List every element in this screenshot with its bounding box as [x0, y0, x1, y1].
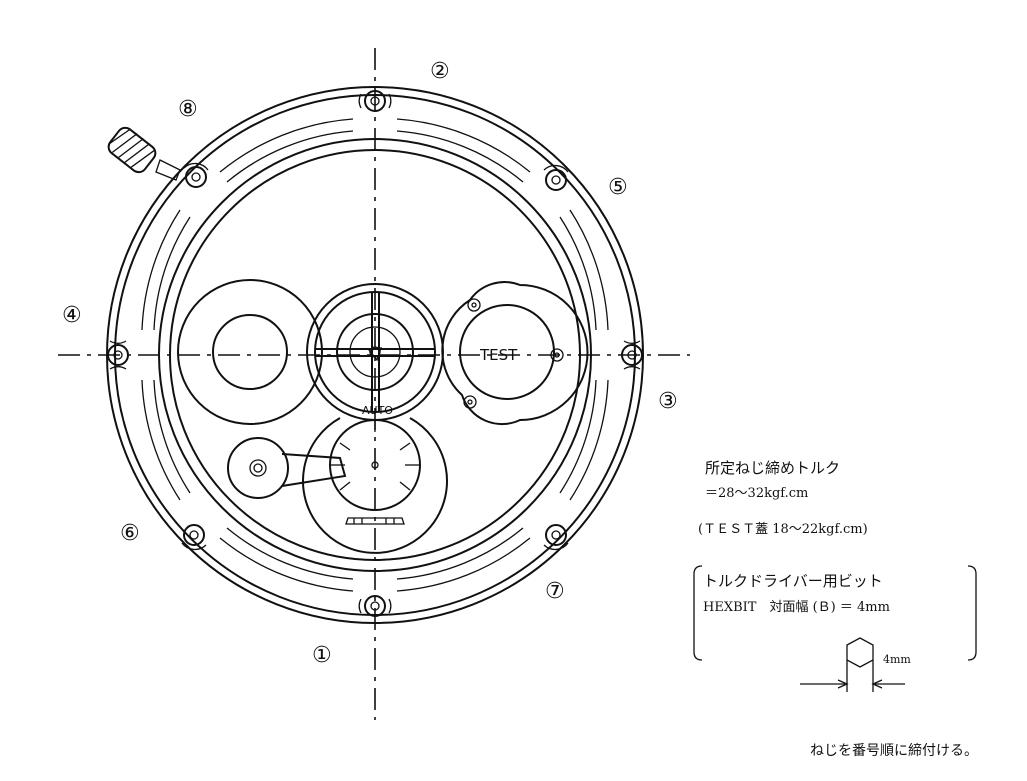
- bit-spec-left-bracket: [693, 565, 703, 661]
- screw-1: [358, 595, 392, 617]
- flange-slot: [153, 216, 191, 331]
- screw-number-3: ③: [658, 389, 678, 414]
- screw-number-6: ⑥: [120, 521, 140, 546]
- flange-slot: [569, 379, 609, 501]
- screw-3: [621, 340, 643, 370]
- flange-slot: [141, 209, 181, 331]
- screw-2: [358, 90, 392, 112]
- flange-slot: [226, 527, 354, 580]
- mode-dial: AUTO: [302, 404, 448, 554]
- bit-dimension: 4mm: [883, 653, 911, 666]
- screw-number-7: ⑦: [545, 579, 565, 604]
- bit-spec-right-bracket: [967, 565, 977, 661]
- screw-number-5: ⑤: [608, 175, 628, 200]
- screw-number-8: ⑧: [178, 97, 198, 122]
- torque-spec-title: 所定ねじ締めトルク: [705, 459, 841, 477]
- flange-slot: [219, 118, 354, 173]
- bit-spec-title: トルクドライバー用ビット: [703, 572, 883, 590]
- flange-slot: [396, 537, 531, 592]
- flange-slot: [559, 379, 597, 494]
- test-cover-torque: (ＴＥＳＴ蓋 18～22kgf.cm): [698, 522, 868, 537]
- flange-slot: [559, 216, 597, 331]
- test-label: TEST: [479, 346, 518, 364]
- body-ring: [169, 149, 581, 561]
- test-cover: TEST: [441, 281, 589, 426]
- flange-slot: [141, 379, 181, 501]
- flange-slot: [396, 527, 524, 580]
- screw-number-4: ④: [62, 303, 82, 328]
- left-meter: [177, 279, 323, 425]
- lever: [227, 437, 347, 499]
- screw-4: [107, 340, 129, 370]
- screw-5: [543, 164, 569, 191]
- flange-slot: [569, 209, 609, 331]
- flange-slots: [141, 118, 609, 592]
- flange-slot: [219, 537, 354, 592]
- flange-inner-ring: [158, 138, 592, 572]
- auto-label: AUTO: [362, 404, 393, 417]
- torque-spec-value: ＝28～32kgf.cm: [705, 486, 809, 501]
- bit-spec-value: HEXBIT 対面幅 (Ｂ) ＝ 4mm: [703, 600, 890, 615]
- screw-number-1: ①: [312, 643, 332, 668]
- screw-number-2: ②: [430, 59, 450, 84]
- screw-7: [543, 524, 569, 551]
- screw-8: [183, 162, 209, 188]
- flange-slot: [226, 130, 354, 183]
- screw-6: [181, 524, 207, 551]
- torque-driver-knob: [107, 126, 181, 181]
- flange-slot: [396, 118, 531, 173]
- screw-order-note: ねじを番号順に締付ける。: [810, 743, 978, 759]
- hexbit-sketch: [800, 637, 905, 692]
- flange-slot: [396, 130, 524, 183]
- flange-slot: [153, 379, 191, 494]
